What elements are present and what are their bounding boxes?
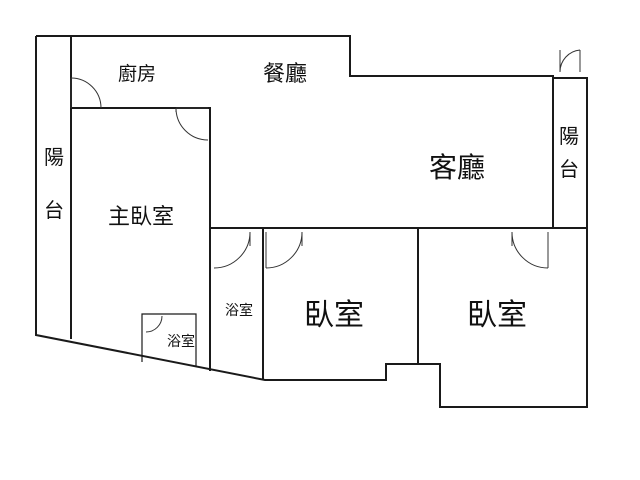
label-kitchen: 廚房 <box>118 62 156 85</box>
label-bedroom-b: 臥室 <box>467 298 527 333</box>
ensuite-bath-wall <box>141 313 197 366</box>
label-balcony-left-1: 陽 <box>44 145 64 169</box>
label-bath-main: 浴室 <box>225 302 253 319</box>
label-balcony-right-2: 台 <box>559 157 579 181</box>
label-master-bedroom: 主臥室 <box>108 205 174 230</box>
door-bedroom-a <box>265 231 303 269</box>
label-bath-ensuite: 浴室 <box>167 333 195 350</box>
label-balcony-right-1: 陽 <box>559 124 579 148</box>
label-balcony-left-2: 台 <box>44 198 64 222</box>
label-dining: 餐廳 <box>263 62 307 87</box>
door-kitchen <box>70 77 102 109</box>
door-right-balcony <box>559 49 581 73</box>
label-living: 客廳 <box>429 151 485 184</box>
outer-wall <box>35 35 588 408</box>
door-bedroom-b <box>511 231 549 269</box>
door-master-bedroom <box>175 107 209 141</box>
door-ensuite-bath <box>145 315 163 333</box>
door-bath-main <box>213 231 251 269</box>
master-bedroom-wall <box>71 107 418 229</box>
label-bedroom-a: 臥室 <box>304 298 364 333</box>
